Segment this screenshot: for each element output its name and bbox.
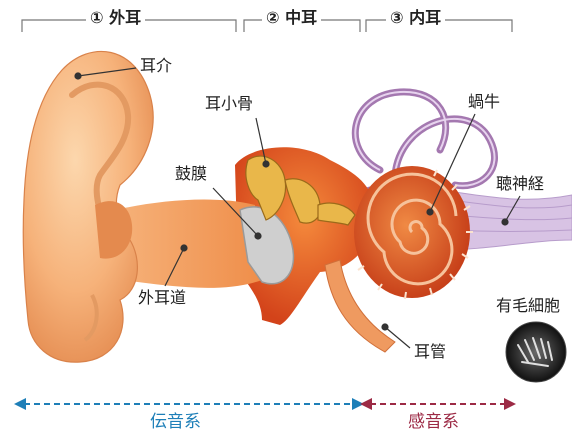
cochlea-shape xyxy=(354,166,473,299)
label-ossicles: 耳小骨 xyxy=(205,96,253,112)
label-eardrum: 鼓膜 xyxy=(175,166,207,182)
conduction-arrow xyxy=(14,398,364,410)
label-sensorineural-system: 感音系 xyxy=(408,414,459,431)
label-cochlea: 蝸牛 xyxy=(468,94,500,110)
sensorineural-arrow xyxy=(360,398,516,410)
label-eustachian-tube: 耳管 xyxy=(414,344,446,360)
label-ear-canal: 外耳道 xyxy=(138,290,186,306)
label-auditory-nerve: 聴神経 xyxy=(496,176,544,192)
section-middle-ear: ② 中耳 xyxy=(262,10,321,26)
section-inner-ear: ③ 内耳 xyxy=(386,10,445,26)
hair-cells-image xyxy=(506,322,566,382)
label-conduction-system: 伝音系 xyxy=(150,414,201,431)
label-auricle: 耳介 xyxy=(140,58,172,74)
label-hair-cells: 有毛細胞 xyxy=(496,298,560,314)
section-outer-ear: ① 外耳 xyxy=(86,10,145,26)
